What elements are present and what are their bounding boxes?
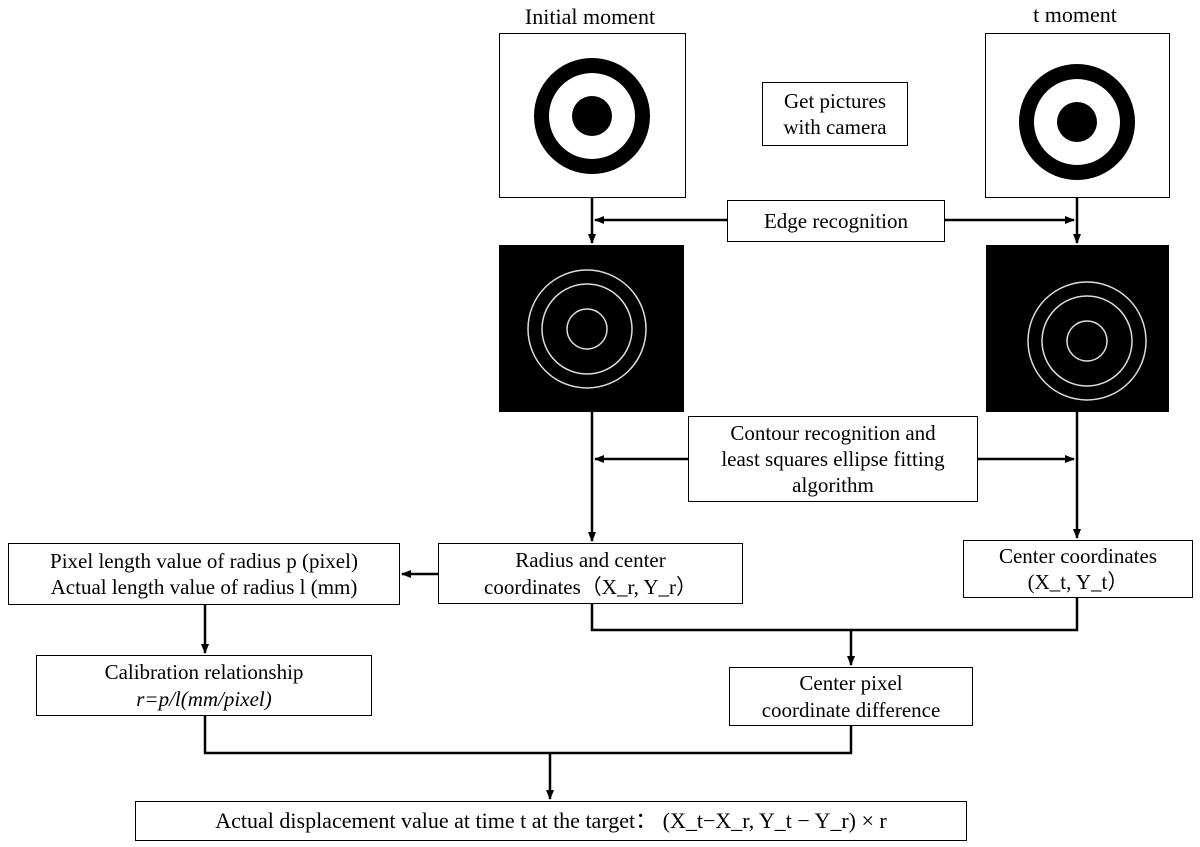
camera-line-2: with camera (783, 115, 887, 139)
center-diff-line-1: Center pixel (799, 671, 903, 696)
radius-center-line-1: Radius and center (515, 548, 666, 573)
center-coordinates-t-box: Center coordinates (X_t, Y_t） (963, 540, 1193, 598)
pixel-length-line-2: Actual length value of radius l (mm) (50, 575, 358, 599)
t-edge-image (986, 245, 1169, 412)
edge-contours-icon (527, 269, 647, 389)
edge-recognition-label: Edge recognition (763, 208, 909, 233)
initial-target-image (499, 33, 686, 198)
t-target-image (985, 33, 1170, 198)
bullseye-target-icon (1019, 64, 1135, 180)
radius-center-box: Radius and center coordinates（X_r, Y_r） (438, 543, 743, 604)
initial-moment-label: Initial moment (524, 4, 656, 29)
t-moment-label: t moment (1033, 2, 1117, 27)
contour-recognition-box: Contour recognition and least squares el… (688, 416, 978, 502)
calibration-box: Calibration relationship r=p/l(mm/pixel) (36, 655, 372, 716)
edge-recognition-box: Edge recognition (727, 200, 945, 242)
result-box: Actual displacement value at time t at t… (135, 801, 967, 841)
contour-line-1: Contour recognition and (730, 420, 936, 445)
contour-line-2: least squares ellipse fitting (721, 446, 945, 471)
camera-box: Get pictures with camera (762, 82, 908, 146)
calibration-formula: r=p/l(mm/pixel) (136, 686, 272, 711)
calibration-line-1: Calibration relationship (104, 660, 304, 685)
center-t-line-2: (X_t, Y_t） (1027, 570, 1129, 594)
result-label: Actual displacement value at time t at t… (215, 808, 887, 834)
initial-edge-image (499, 245, 684, 412)
contour-line-3: algorithm (792, 473, 874, 498)
center-difference-box: Center pixel coordinate difference (729, 667, 973, 726)
camera-line-1: Get pictures (783, 88, 887, 113)
center-diff-line-2: coordinate difference (761, 697, 941, 722)
edge-contours-icon (1027, 281, 1147, 401)
pixel-length-box: Pixel length value of radius p (pixel) A… (8, 543, 400, 605)
radius-center-line-2: coordinates（X_r, Y_r） (484, 574, 697, 599)
center-t-line-1: Center coordinates (998, 543, 1158, 568)
bullseye-target-icon (534, 58, 650, 174)
pixel-length-line-1: Pixel length value of radius p (pixel) (50, 548, 358, 573)
